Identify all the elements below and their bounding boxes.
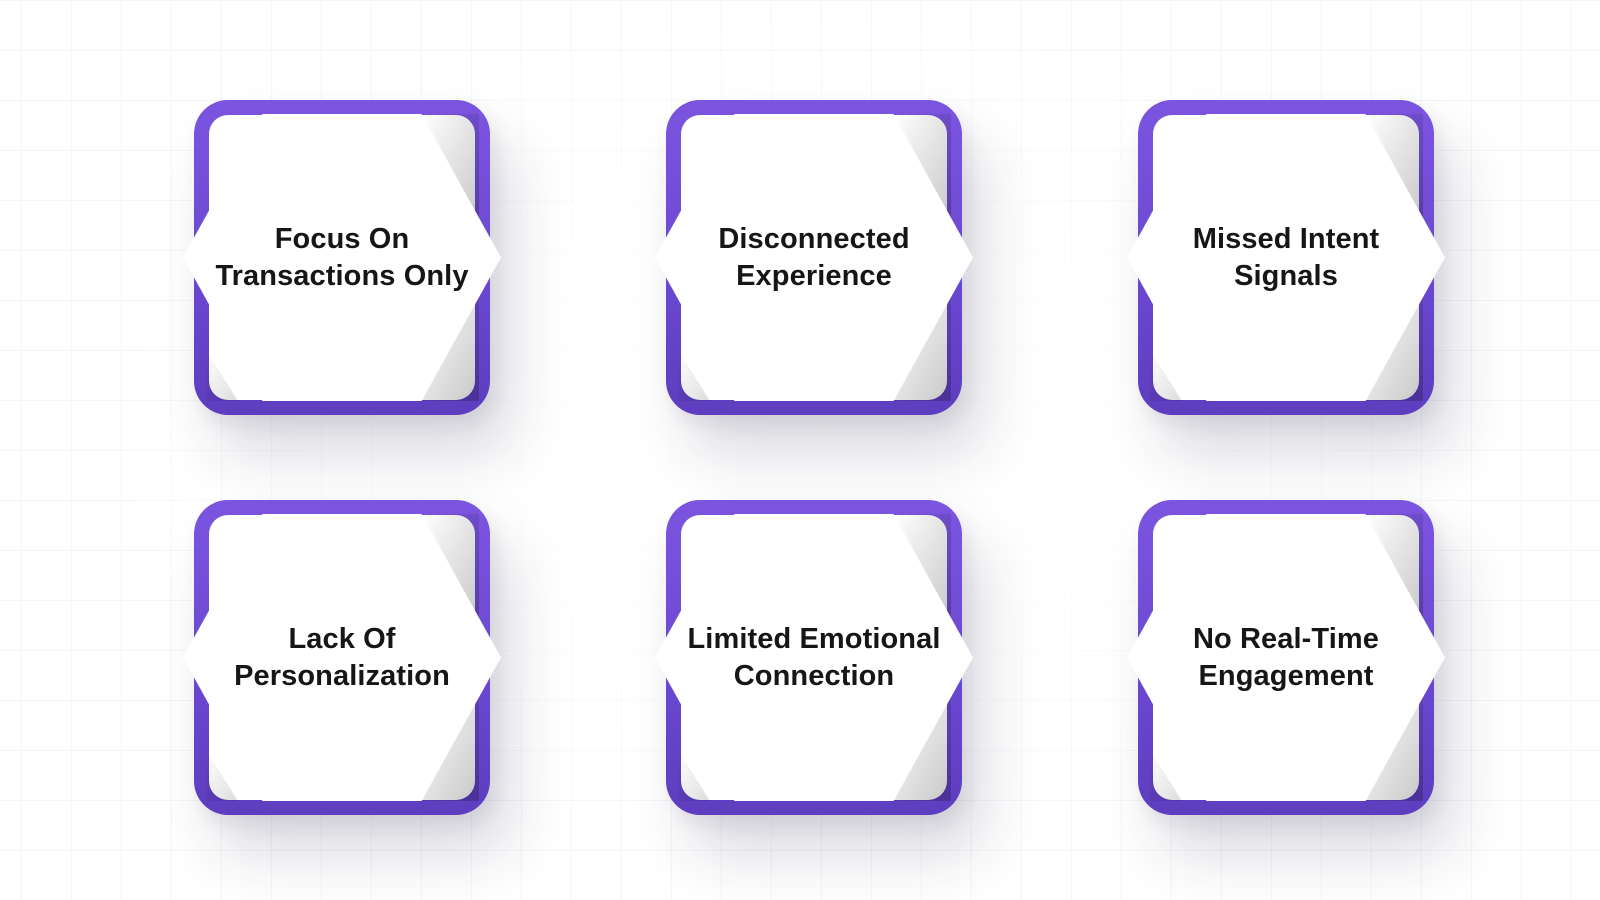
- card-focus-on-transactions: Focus On Transactions Only: [183, 100, 501, 415]
- card-disconnected-experience: Disconnected Experience: [655, 100, 973, 415]
- item-label: Missed Intent Signals: [1146, 221, 1426, 295]
- item-label-line-2: Transactions Only: [215, 259, 469, 292]
- item-label-line-2: Signals: [1234, 259, 1338, 292]
- item-label-line-1: Lack Of: [288, 622, 396, 655]
- item-label-line-1: Disconnected: [718, 222, 910, 255]
- item-label: Disconnected Experience: [674, 221, 954, 295]
- card-lack-of-personalization: Lack Of Personalization: [183, 500, 501, 815]
- card-missed-intent-signals: Missed Intent Signals: [1127, 100, 1445, 415]
- item-label-line-1: No Real-Time: [1193, 622, 1379, 655]
- item-label-line-2: Connection: [733, 659, 895, 692]
- item-label: Lack Of Personalization: [202, 621, 482, 695]
- card-limited-emotional-connection: Limited Emotional Connection: [655, 500, 973, 815]
- item-label-line-2: Personalization: [234, 659, 450, 692]
- item-label-line-1: Focus On: [274, 222, 410, 255]
- card-no-real-time-engagement: No Real-Time Engagement: [1127, 500, 1445, 815]
- item-label-line-2: Experience: [736, 259, 892, 292]
- item-label-line-2: Engagement: [1198, 659, 1374, 692]
- item-label-line-1: Limited Emotional: [687, 622, 941, 655]
- item-label-line-1: Missed Intent: [1192, 222, 1380, 255]
- item-label: No Real-Time Engagement: [1146, 621, 1426, 695]
- item-label: Limited Emotional Connection: [674, 621, 954, 695]
- item-label: Focus On Transactions Only: [202, 221, 482, 295]
